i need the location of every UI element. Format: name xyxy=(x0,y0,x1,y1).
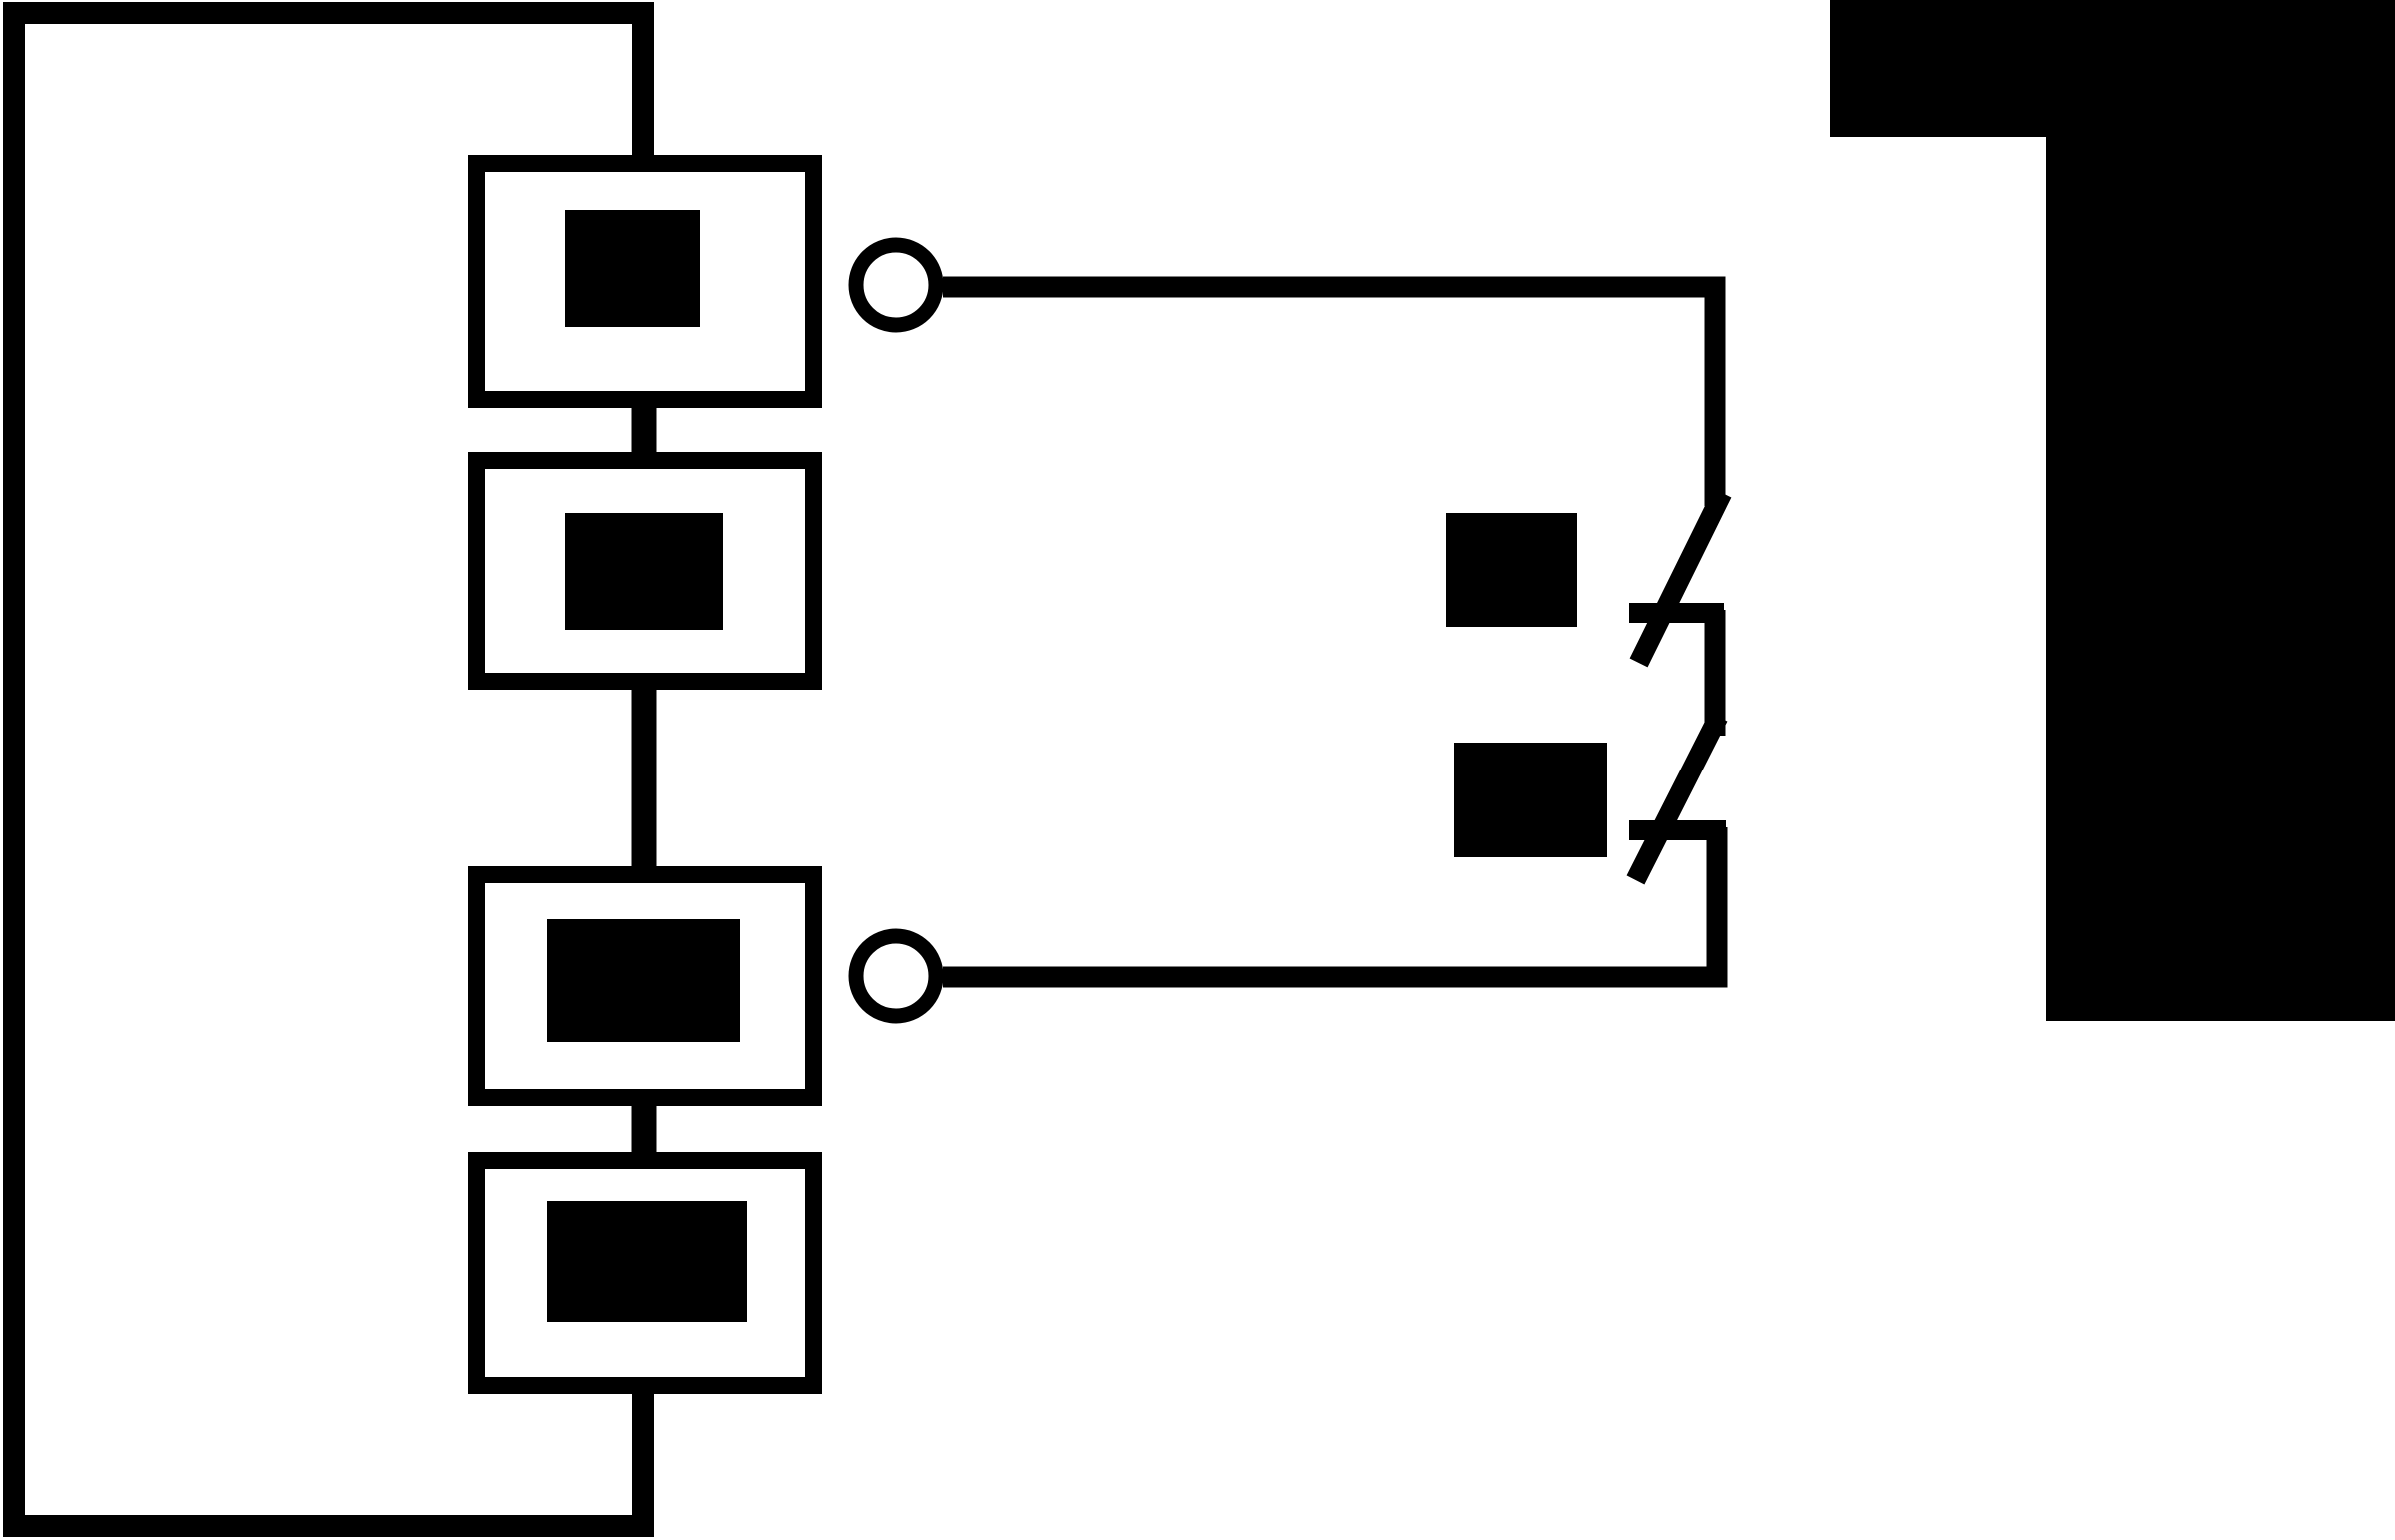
outer-loop-wire xyxy=(3,2,654,1537)
break-contact-1-blade xyxy=(1629,488,1732,668)
cell-box-3-outline xyxy=(468,866,822,1106)
solid-label-1 xyxy=(1446,513,1577,627)
cell-box-2-core xyxy=(565,513,723,630)
break-contact-2-blade xyxy=(1626,712,1728,885)
terminal-ring-top xyxy=(848,237,944,333)
solid-label-2 xyxy=(1454,743,1607,857)
cell-box-3-core xyxy=(547,919,740,1042)
cell-box-1-core xyxy=(565,210,700,327)
wire-bottom-run xyxy=(943,827,1728,988)
cell-box-4-core xyxy=(547,1201,747,1322)
wire-top-run xyxy=(943,276,1726,506)
cell-box-4-outline xyxy=(468,1152,822,1394)
terminal-ring-bottom xyxy=(848,928,944,1024)
solid-corner-block xyxy=(1830,0,2395,1021)
